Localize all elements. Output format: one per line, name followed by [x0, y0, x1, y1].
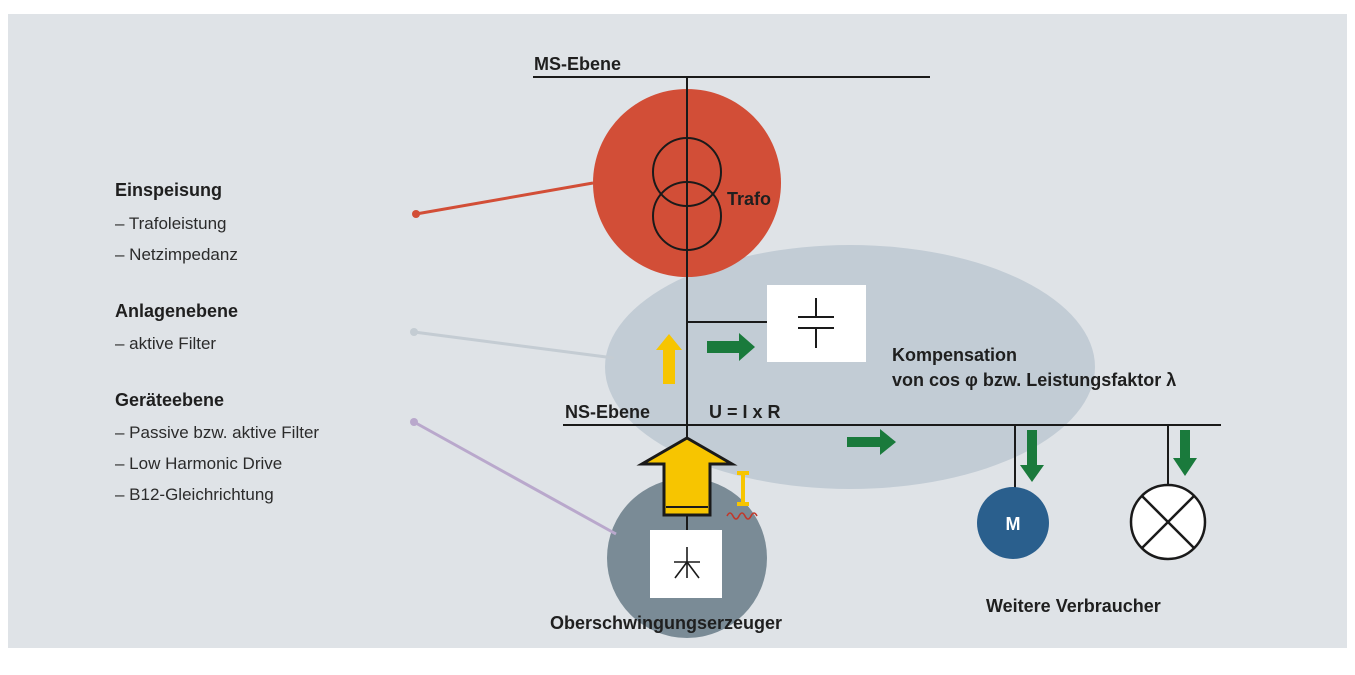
green-arrow-lamp: [1173, 430, 1197, 476]
green-arrow-capacitor: [707, 333, 755, 361]
generator-label: Oberschwingungserzeuger: [550, 613, 782, 633]
legend-heading: Anlagenebene: [115, 301, 238, 321]
legend-item: – B12-Gleichrichtung: [115, 485, 274, 504]
legend-geraeteebene: Geräteebene – Passive bzw. aktive Filter…: [115, 390, 319, 504]
leader-geraeteebene-dot: [410, 418, 418, 426]
capacitor-icon: [798, 298, 834, 348]
rectifier-icon: [674, 547, 700, 579]
compensation-subtitle: von cos φ bzw. Leistungsfaktor λ: [892, 370, 1176, 390]
transformer-symbol: [652, 137, 722, 251]
consumers-label: Weitere Verbraucher: [986, 596, 1161, 616]
green-arrow-bus: [847, 429, 896, 455]
legend-item: – aktive Filter: [115, 334, 216, 353]
legend-heading: Einspeisung: [115, 180, 222, 200]
ns-ebene-label: NS-Ebene: [565, 402, 650, 422]
legend-item: – Low Harmonic Drive: [115, 454, 282, 473]
leader-einspeisung: [415, 181, 594, 216]
leader-einspeisung-dot: [412, 210, 420, 218]
green-arrow-motor: [1020, 430, 1044, 482]
legend-item: – Passive bzw. aktive Filter: [115, 423, 319, 442]
legend-item: – Netzimpedanz: [115, 245, 238, 264]
harmonic-current-arrow: [636, 436, 738, 517]
trafo-label: Trafo: [727, 189, 771, 209]
legend-heading: Geräteebene: [115, 390, 224, 410]
capacitor-box: [767, 285, 866, 362]
motor-symbol: M: [1006, 514, 1021, 534]
leader-anlagenebene: [413, 330, 615, 360]
ms-ebene-label: MS-Ebene: [534, 54, 621, 74]
compensation-zone: [605, 245, 1095, 489]
leader-geraeteebene: [413, 420, 617, 536]
current-symbol-icon: [726, 471, 758, 520]
motor-circle: [977, 487, 1049, 559]
small-yellow-arrow: [656, 334, 682, 384]
legend-item: – Trafoleistung: [115, 214, 227, 233]
legend-anlagenebene: Anlagenebene – aktive Filter: [115, 301, 238, 353]
formula-label: U = I x R: [709, 402, 781, 422]
compensation-title: Kompensation: [892, 345, 1017, 365]
lamp-icon: [1129, 483, 1207, 561]
legend-einspeisung: Einspeisung – Trafoleistung – Netzimpeda…: [115, 180, 238, 264]
leader-anlagenebene-dot: [410, 328, 418, 336]
